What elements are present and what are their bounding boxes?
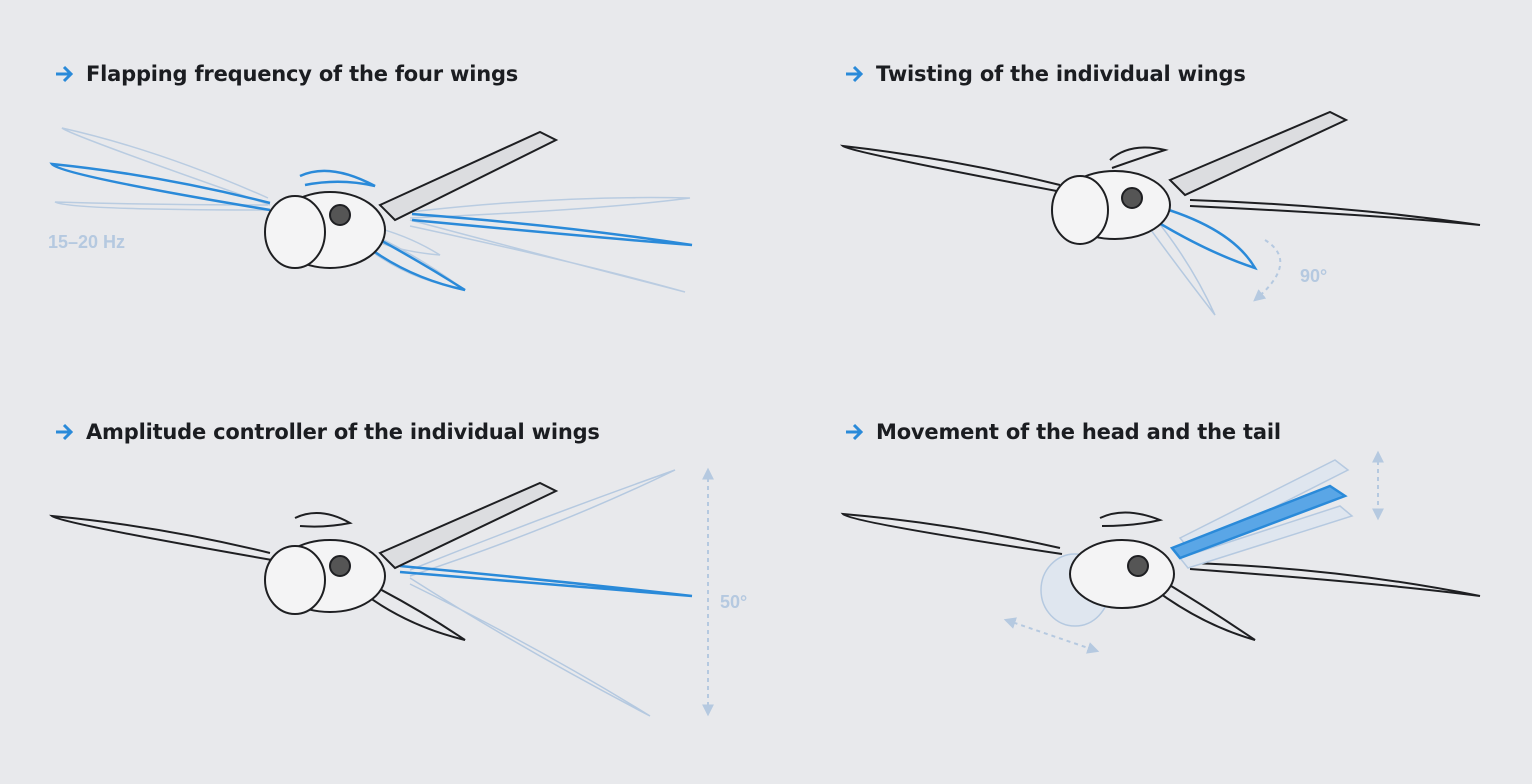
panel-heading: Twisting of the individual wings (842, 62, 1246, 86)
ghost-wings (409, 469, 676, 717)
panel-twisting: Twisting of the individual wings 90° (839, 62, 1481, 316)
panel-title: Amplitude controller of the individual w… (86, 420, 600, 444)
panel-title: Flapping frequency of the four wings (86, 62, 519, 86)
dragonfly-body (264, 130, 559, 269)
active-wing (399, 564, 693, 598)
dragonfly-body (1051, 110, 1349, 245)
head-movement-arrow (1003, 617, 1100, 654)
active-wings (49, 162, 693, 292)
static-wings (840, 511, 1481, 641)
panel-heading: Flapping frequency of the four wings (52, 62, 518, 86)
rotation-arrow (1253, 239, 1282, 302)
arrow-right-icon (56, 423, 74, 441)
active-twisted-wing (1134, 201, 1258, 271)
panel-heading: Amplitude controller of the individual w… (52, 420, 600, 444)
annotation-frequency: 15–20 Hz (48, 232, 125, 252)
arrow-right-icon (846, 423, 864, 441)
dragonfly-figure-amplitude: 50° (48, 467, 747, 717)
dragonfly-figure-twisting: 90° (839, 110, 1481, 316)
panel-amplitude: Amplitude controller of the individual w… (0, 358, 766, 750)
arrow-right-icon (846, 65, 864, 83)
dragonfly-figure-movement (840, 450, 1481, 654)
panel-title: Movement of the head and the tail (876, 420, 1281, 444)
ghost-twisted-wing (1139, 211, 1216, 316)
arrow-right-icon (56, 65, 74, 83)
active-tail (1169, 484, 1348, 560)
static-wings (48, 512, 466, 641)
dragonfly-figure-flapping: 15–20 Hz (48, 127, 693, 293)
dragonfly-body (264, 481, 559, 615)
panel-title: Twisting of the individual wings (876, 62, 1246, 86)
panel-heading: Movement of the head and the tail (842, 420, 1281, 444)
panel-movement: Movement of the head and the tail (0, 358, 1532, 750)
panel-flapping: Flapping frequency of the four wings (0, 0, 766, 392)
static-wings (839, 144, 1481, 226)
annotation-amplitude-angle: 50° (720, 592, 747, 612)
dragonfly-body (1069, 539, 1175, 609)
annotation-twist-angle: 90° (1300, 266, 1327, 286)
